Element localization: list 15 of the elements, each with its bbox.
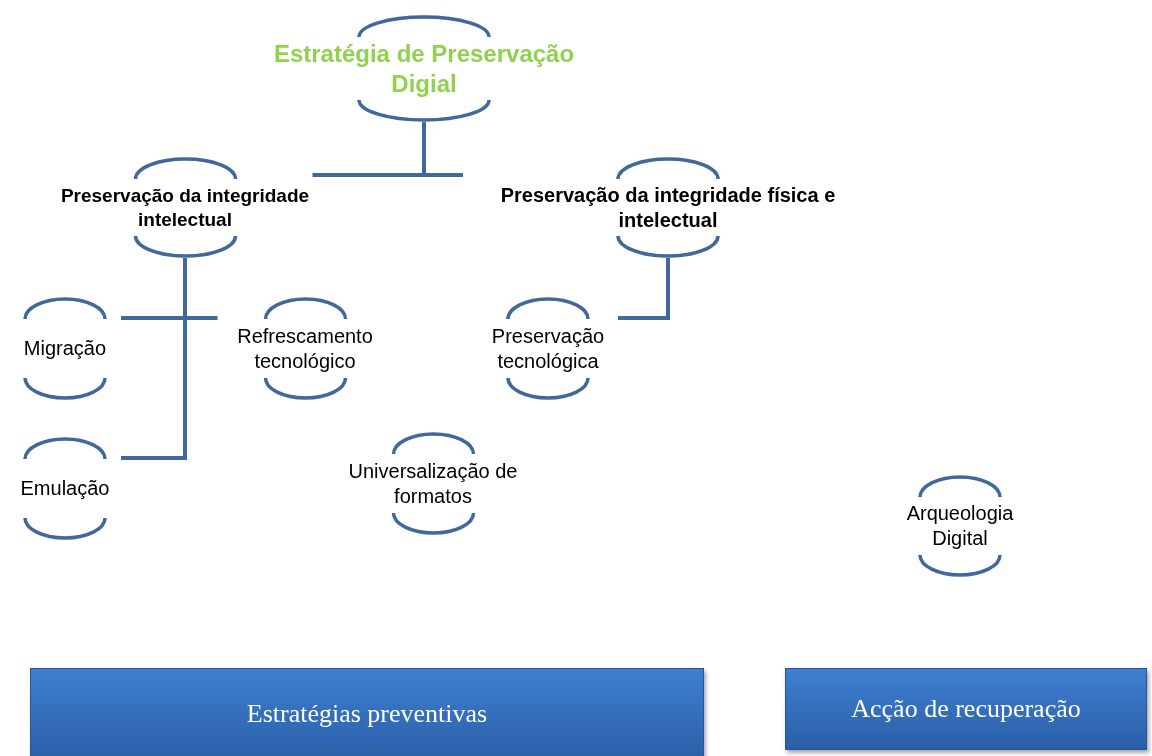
node-label: Preservação da integridade física e intelectual — [499, 182, 837, 233]
bar-title: Estratégias preventivas — [246, 699, 488, 729]
node-label: Arqueologia Digital — [905, 501, 1015, 551]
connector-line — [121, 258, 187, 460]
node-label: Preservação da integridade intelectual — [59, 183, 311, 232]
bar-title: Acção de recuperação — [851, 694, 1081, 724]
node-label: Emulação — [20, 476, 110, 501]
node-label: Estratégia de Preservação Digial — [272, 38, 576, 99]
node-label: Refrescamento tecnológico — [236, 323, 374, 374]
node-label: Preservação tecnológica — [490, 323, 606, 374]
node-label: Universalização de formatos — [347, 458, 519, 509]
heading-bar — [30, 668, 704, 756]
heading-bar — [785, 668, 1147, 750]
connector-line — [618, 258, 670, 320]
node-label: Migração — [23, 336, 107, 361]
